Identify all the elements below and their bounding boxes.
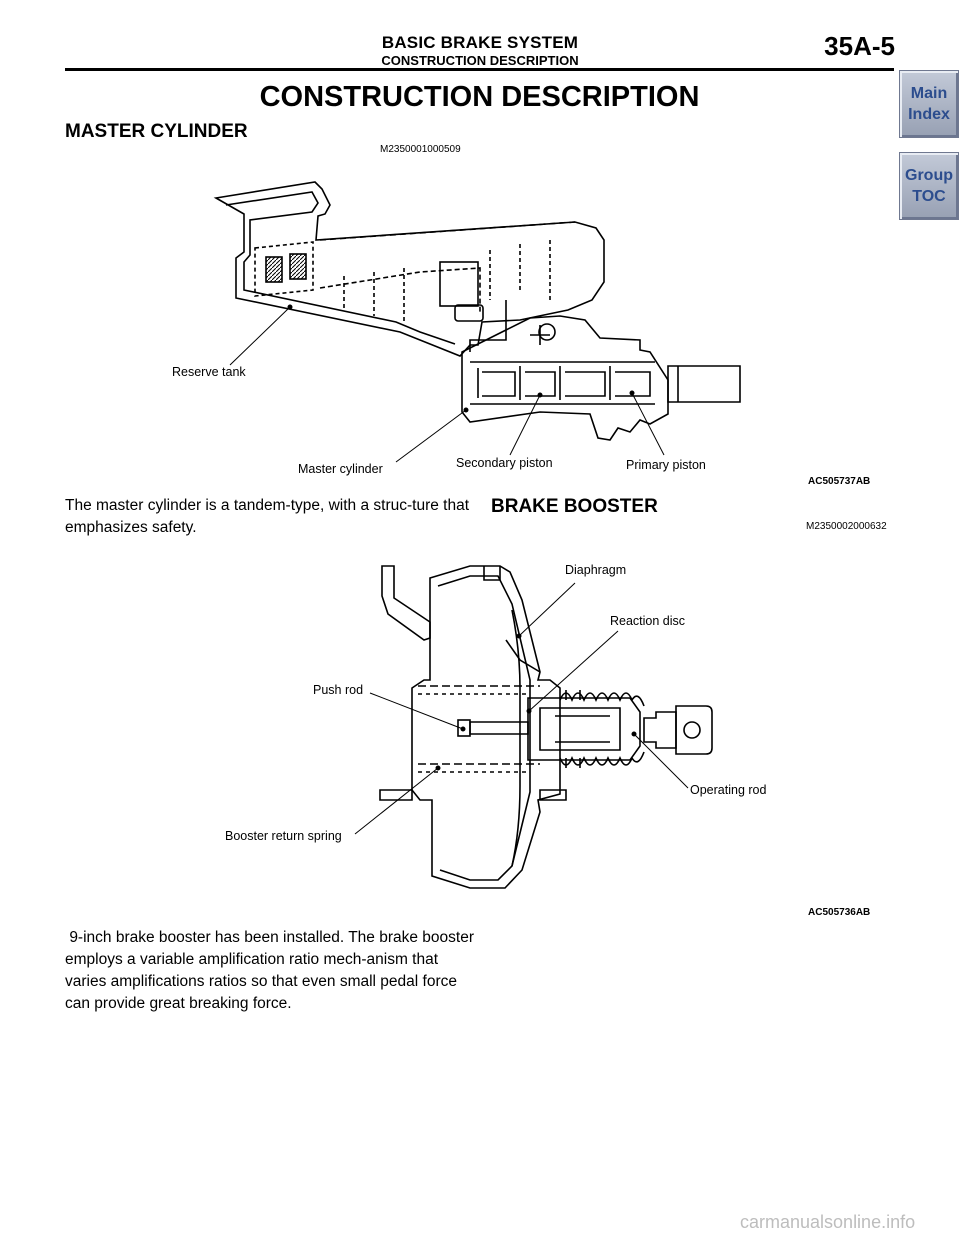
label-operating-rod: Operating rod	[690, 783, 767, 797]
label-master-cylinder: Master cylinder	[298, 462, 383, 476]
master-cylinder-leaders	[229, 304, 665, 463]
header-rule	[65, 68, 894, 71]
master-cylinder-body	[213, 181, 741, 441]
master-cylinder-figure-code: AC505737AB	[808, 476, 871, 487]
brake-booster-body	[379, 565, 713, 889]
master-cylinder-text: The master cylinder is a tandem-type, wi…	[65, 497, 470, 536]
main-index-label-line1: Main	[910, 85, 948, 102]
master-cylinder-diagram	[213, 181, 741, 463]
label-push-rod: Push rod	[313, 683, 364, 697]
master-cylinder-heading: MASTER CYLINDER	[65, 121, 248, 142]
label-secondary-piston: Secondary piston	[456, 456, 553, 470]
group-toc-button[interactable]: Group TOC	[899, 152, 959, 220]
label-reserve-tank: Reserve tank	[172, 365, 246, 379]
page-title: CONSTRUCTION DESCRIPTION	[259, 81, 700, 113]
group-toc-label-line2: TOC	[912, 188, 946, 205]
main-index-button[interactable]: Main Index	[899, 70, 959, 138]
brake-booster-code: M2350002000632	[806, 521, 887, 532]
label-diaphragm: Diaphragm	[565, 563, 627, 577]
brake-booster-leaders	[354, 582, 689, 835]
main-index-label-line2: Index	[908, 106, 950, 123]
header-subtitle: CONSTRUCTION DESCRIPTION	[381, 53, 579, 68]
watermark: carmanualsonline.info	[740, 1212, 916, 1232]
master-cylinder-code: M2350001000509	[380, 144, 461, 155]
header-title: BASIC BRAKE SYSTEM	[381, 33, 579, 52]
group-toc-label-line1: Group	[905, 167, 953, 184]
label-reaction-disc: Reaction disc	[610, 614, 686, 628]
label-primary-piston: Primary piston	[626, 458, 706, 472]
brake-booster-figure-code: AC505736AB	[808, 907, 871, 918]
label-booster-return-spring: Booster return spring	[225, 829, 342, 843]
brake-booster-text: 9-inch brake booster has been installed.…	[65, 929, 479, 1012]
page-number: 35A-5	[824, 31, 895, 61]
brake-booster-heading: BRAKE BOOSTER	[491, 496, 658, 517]
